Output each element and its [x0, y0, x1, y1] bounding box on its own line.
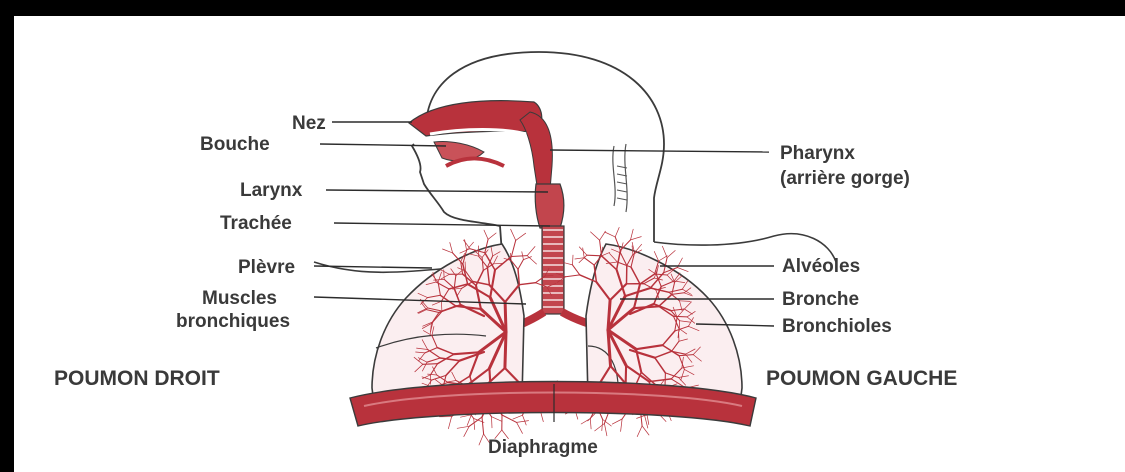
label-pharynx-line2: (arrière gorge)	[780, 168, 910, 189]
leader-plevre	[314, 266, 432, 268]
leader-bouche	[320, 144, 446, 146]
bronchiole-branch	[505, 332, 506, 368]
bronchiole-branch	[441, 301, 442, 311]
bronchiole-branch	[600, 231, 606, 240]
label-poumon-droit: POUMON DROIT	[54, 367, 220, 390]
bronchiole-branch	[587, 255, 602, 256]
leader-larynx	[326, 190, 548, 192]
bronchiole-branch	[591, 232, 600, 240]
bronchiole-branch	[590, 419, 591, 429]
bronchiole-branch	[615, 227, 619, 237]
bronchiole-branch	[505, 302, 506, 332]
bronchiole-branch	[604, 424, 607, 436]
bronchiole-branch	[511, 240, 515, 256]
bronchiole-branch	[492, 417, 493, 428]
bronchiole-branch	[474, 419, 475, 430]
bronchiole-branch	[457, 426, 469, 428]
respiratory-system-diagram: Nez Bouche Larynx Trachée Plèvre Muscles…	[14, 16, 1125, 472]
bronchiole-branch	[573, 265, 580, 275]
bronchiole-branch	[460, 249, 470, 253]
diaphragm-shape	[350, 382, 756, 427]
pharynx-shape	[520, 112, 552, 192]
diaphragm-group	[350, 382, 756, 427]
spine-detail	[613, 144, 627, 212]
bronchiole-branch	[443, 249, 453, 253]
bronchiole-branch	[662, 246, 667, 257]
bronchiole-branch	[464, 426, 469, 436]
label-bronchioles: Bronchioles	[782, 316, 892, 337]
bronchiole-branch	[467, 415, 471, 426]
labels-right: Pharynx (arrière gorge) Alvéoles Bronche…	[766, 143, 957, 390]
bronchiole-branch	[492, 417, 502, 422]
bronchiole-branch	[566, 275, 580, 277]
bronchiole-branch	[519, 283, 535, 285]
bronchiole-branch	[659, 256, 668, 261]
trachea-shape	[542, 226, 564, 314]
bronchiole-branch	[423, 364, 438, 365]
label-plevre: Plèvre	[238, 257, 295, 278]
label-bouche: Bouche	[200, 134, 270, 155]
bronchiole-branch	[448, 417, 451, 429]
bronchiole-branch	[464, 240, 470, 249]
bronchiole-branch	[444, 270, 445, 280]
bronchiole-branch	[667, 251, 675, 258]
bronchiole-branch	[631, 237, 642, 240]
diagram-canvas: Nez Bouche Larynx Trachée Plèvre Muscles…	[14, 16, 1125, 472]
bronchiole-branch	[450, 243, 453, 253]
bronchiole-branch	[677, 268, 688, 272]
bronchiole-branch	[484, 230, 488, 239]
bronchiole-branch	[605, 232, 616, 237]
bronchiole-branch	[479, 434, 484, 445]
bronchiole-branch	[631, 229, 634, 240]
bronchiole-branch	[595, 424, 605, 431]
bronchiole-branch	[621, 419, 623, 431]
bronchiole-branch	[527, 256, 536, 264]
bronchiole-branch	[612, 419, 622, 424]
bronchiole-branch	[602, 420, 603, 431]
bronchiole-branch	[523, 415, 527, 425]
bronchiole-branch	[564, 263, 572, 265]
label-pharynx-line1: Pharynx	[780, 143, 855, 164]
bronchiole-branch	[603, 420, 612, 427]
body-silhouette	[314, 52, 836, 272]
label-muscles-line2: bronchiques	[176, 311, 290, 332]
bronchiole-branch	[518, 260, 523, 270]
bronchiole-branch	[511, 229, 516, 240]
bronchiole-branch	[488, 233, 496, 239]
bronchiole-branch	[469, 417, 482, 426]
bronchiole-branch	[647, 415, 649, 425]
bronchiole-branch	[637, 426, 642, 437]
bronchiole-branch	[583, 248, 585, 258]
label-muscles-line1: Muscles	[202, 288, 277, 309]
label-alveoles: Alvéoles	[782, 256, 860, 277]
label-diaphragme: Diaphragme	[488, 437, 598, 458]
bronchiole-branch	[516, 233, 526, 240]
bronchiole-branch	[513, 415, 523, 419]
bronchiole-branch	[517, 422, 523, 433]
label-trachee: Trachée	[220, 213, 292, 234]
labels-left: Nez Bouche Larynx Trachée Plèvre Muscles…	[54, 113, 326, 390]
larynx-shape	[535, 184, 564, 228]
bronchiole-branch	[511, 256, 527, 257]
bronchiole-branch	[527, 247, 535, 256]
bronchiole-branch	[608, 300, 610, 330]
bronchiole-branch	[581, 419, 590, 424]
label-larynx: Larynx	[240, 180, 303, 201]
bronchiole-branch	[517, 421, 529, 423]
leader-pharynx	[550, 150, 769, 152]
label-nez: Nez	[292, 113, 326, 134]
leader-trachee	[334, 223, 550, 226]
bronchiole-branch	[573, 255, 574, 265]
bronchiole-branch	[465, 240, 467, 251]
label-bronche: Bronche	[782, 289, 859, 310]
label-poumon-gauche: POUMON GAUCHE	[766, 367, 957, 390]
bronchiole-branch	[482, 417, 484, 434]
bronchiole-branch	[584, 258, 594, 265]
